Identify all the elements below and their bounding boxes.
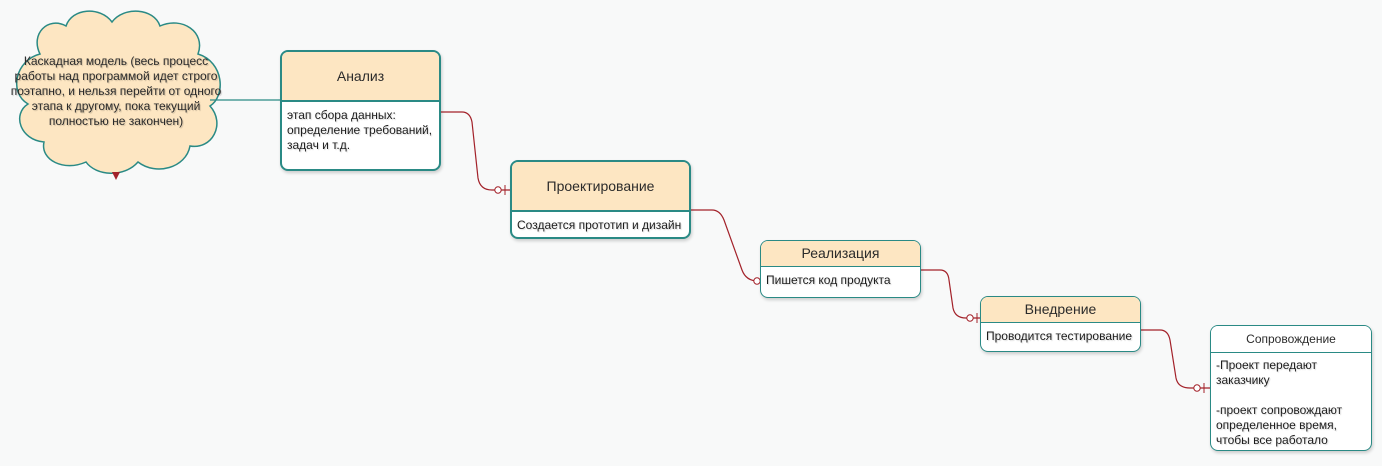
connector-analysis-design bbox=[441, 111, 510, 191]
cloud-tail-arrow-icon bbox=[112, 172, 120, 180]
stage-support-description: -Проект передают заказчику -проект сопро… bbox=[1216, 358, 1343, 447]
cloud-shape[interactable] bbox=[15, 10, 221, 174]
cloud-label: Каскадная модель (весь процесс работы на… bbox=[10, 54, 222, 128]
connector-end-circle bbox=[1193, 384, 1201, 392]
connector-implementation-deployment bbox=[920, 269, 980, 319]
stage-implementation[interactable]: Реализация Пишется код продукта bbox=[760, 240, 921, 298]
stage-analysis[interactable]: Анализ этап сбора данных: определение тр… bbox=[280, 50, 441, 171]
stage-support[interactable]: Сопровождение -Проект передают заказчику… bbox=[1210, 325, 1372, 451]
connector-end-circle bbox=[966, 314, 974, 322]
stage-deployment-description: Проводится тестирование bbox=[986, 329, 1133, 343]
stage-design[interactable]: Проектирование Создается прототип и диза… bbox=[510, 160, 691, 239]
connector-deployment-support bbox=[1140, 329, 1210, 389]
stage-deployment[interactable]: Внедрение Проводится тестирование bbox=[980, 296, 1141, 352]
stage-analysis-description: этап сбора данных: определение требовани… bbox=[287, 108, 433, 152]
stage-deployment-title: Внедрение bbox=[981, 297, 1140, 323]
connector-end-circle bbox=[494, 186, 502, 194]
stage-analysis-title: Анализ bbox=[282, 52, 439, 102]
stage-implementation-description: Пишется код продукта bbox=[766, 273, 891, 287]
stage-implementation-title: Реализация bbox=[761, 241, 920, 267]
stage-design-title: Проектирование bbox=[512, 162, 689, 212]
connector-design-implementation bbox=[691, 209, 762, 282]
stage-support-title: Сопровождение bbox=[1211, 326, 1371, 353]
stage-design-description: Создается прототип и дизайн bbox=[517, 218, 682, 232]
